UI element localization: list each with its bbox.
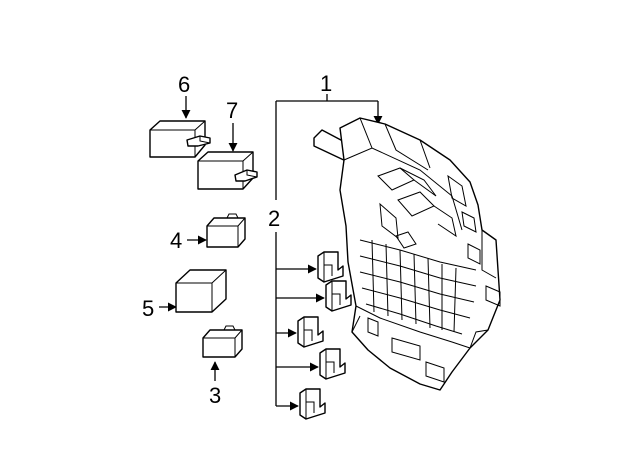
relay-part-3	[202, 325, 243, 358]
relay-part-7	[197, 151, 258, 190]
callout-2-label: 2	[268, 206, 280, 231]
leader-callout-1	[275, 94, 383, 200]
relay-part-6	[149, 120, 211, 158]
callout-6-label: 6	[178, 72, 190, 97]
callout-4-label: 4	[170, 228, 182, 253]
callout-1-label: 1	[320, 71, 332, 96]
relay-part-4	[206, 213, 246, 248]
callout-7-label: 7	[226, 98, 238, 123]
fuse-4	[319, 348, 346, 380]
callout-5-label: 5	[142, 296, 154, 321]
junction-box-part-1	[313, 117, 501, 391]
fuse-3	[297, 316, 324, 348]
fuse-5	[299, 388, 326, 420]
relay-part-5	[175, 269, 227, 313]
callout-3-label: 3	[209, 383, 221, 408]
leader-callout-2	[275, 232, 325, 411]
fuse-2	[325, 280, 352, 312]
fuse-1	[317, 251, 344, 283]
